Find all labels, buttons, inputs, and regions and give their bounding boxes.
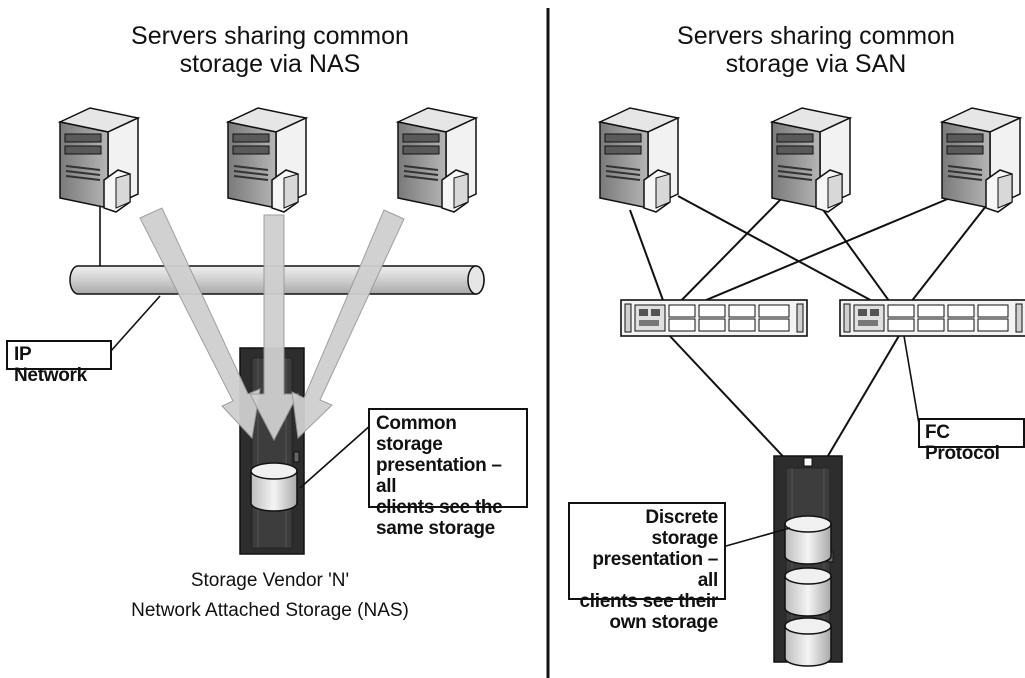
- san-callout-line-2: presentation – all: [592, 549, 718, 591]
- san-title-line-2: storage via SAN: [725, 50, 907, 78]
- nas-section: [59, 107, 485, 555]
- nas-server-1-icon: [59, 107, 139, 213]
- nas-callout-line-3: clients see the: [376, 497, 503, 518]
- nas-callout-line-4: same storage: [376, 518, 495, 539]
- ip-network-label: IP Network: [6, 340, 112, 386]
- fc-protocol-label: FC Protocol: [918, 418, 1025, 464]
- ip-network-text: IP Network: [14, 344, 87, 386]
- nas-title-line-2: storage via NAS: [179, 50, 361, 78]
- san-disk-2-icon: [784, 567, 832, 617]
- fc-switch-1-icon: [620, 299, 808, 337]
- san-server-1-icon: [599, 107, 679, 213]
- nas-callout-line-2: presentation – all: [376, 455, 502, 497]
- nas-data-flow-arrows: [139, 207, 405, 442]
- san-storage-rack: [773, 455, 843, 667]
- nas-caption-line-2: Network Attached Storage (NAS): [131, 600, 409, 621]
- san-section: [599, 107, 1025, 667]
- fc-protocol-text: FC Protocol: [925, 422, 1000, 464]
- nas-disk-icon: [250, 462, 298, 512]
- nas-title: Servers sharing common storage via NAS: [60, 22, 480, 78]
- nas-server-2-icon: [227, 107, 307, 213]
- san-title: Servers sharing common storage via SAN: [606, 22, 1025, 78]
- fc-switch-2-icon: [839, 299, 1025, 337]
- san-callout-line-3: clients see their: [579, 591, 718, 612]
- san-callout-line-1: Discrete storage: [645, 507, 718, 549]
- nas-server-3-icon: [397, 107, 477, 213]
- nas-caption-line-1: Storage Vendor 'N': [190, 570, 350, 591]
- nas-common-storage-callout: Common storage presentation – all client…: [368, 408, 528, 539]
- san-callout-line-4: own storage: [609, 612, 718, 633]
- san-disk-3-icon: [784, 617, 832, 667]
- san-discrete-storage-callout: Discrete storage presentation – all clie…: [568, 502, 726, 633]
- san-disk-1-icon: [784, 515, 832, 565]
- nas-title-line-1: Servers sharing common: [131, 22, 409, 50]
- san-fabric-links: [629, 195, 987, 467]
- san-server-2-icon: [771, 107, 851, 213]
- nas-callout-line-1: Common storage: [376, 413, 457, 455]
- san-title-line-1: Servers sharing common: [677, 22, 955, 50]
- san-server-3-icon: [941, 107, 1021, 213]
- nas-caption: Storage Vendor 'N' Network Attached Stor…: [120, 566, 420, 626]
